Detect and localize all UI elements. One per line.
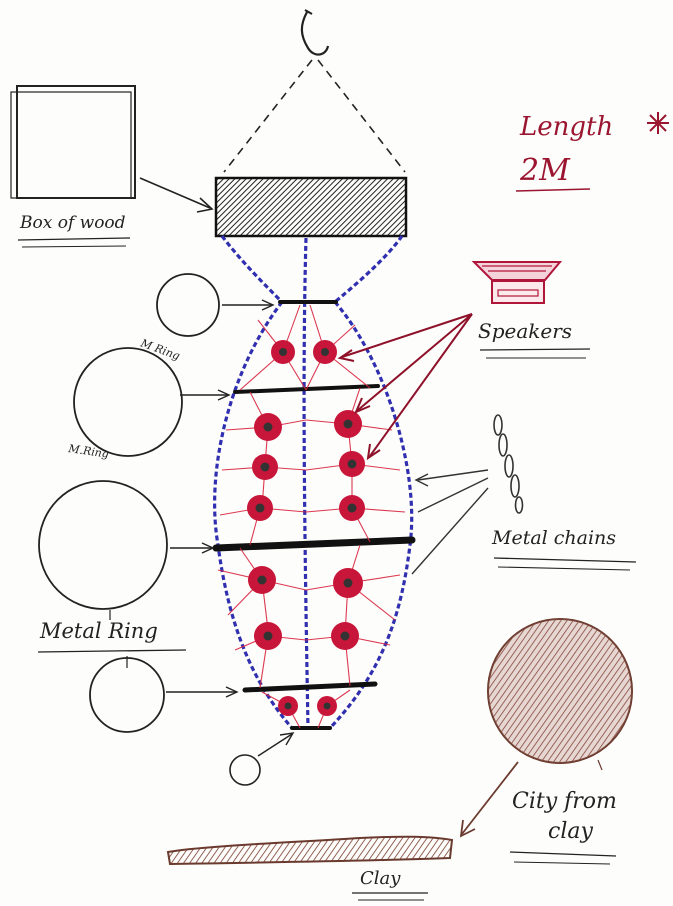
- speaker-node: [252, 454, 278, 480]
- clay-arrow: [461, 762, 518, 836]
- speaker-node: [271, 340, 295, 364]
- speaker-node: [333, 568, 363, 598]
- wood-box-top: [216, 178, 406, 236]
- speaker-node: [334, 410, 362, 438]
- chain-arrows: [412, 470, 488, 574]
- ring-diagram-small-1: [157, 274, 219, 336]
- speaker-node: [248, 566, 276, 594]
- ring-diagram-tiny: [230, 755, 260, 785]
- speaker-node: [339, 451, 365, 477]
- chain-frame: [215, 236, 412, 728]
- speaker-node: [317, 696, 337, 716]
- clay-base-label: Clay: [360, 868, 401, 889]
- city-from-label: City from: [512, 789, 617, 814]
- chain-icon: [494, 415, 523, 513]
- clay-city-disc: [488, 619, 632, 763]
- speaker-node: [247, 495, 273, 521]
- speaker-node: [278, 696, 298, 716]
- hanging-lines: [224, 60, 405, 172]
- metal-ring-label: Metal Ring: [39, 619, 158, 643]
- length-value: 2M: [519, 153, 571, 188]
- clay-word-label: clay: [548, 819, 593, 844]
- speaker-node: [331, 622, 359, 650]
- box-of-wood-label: Box of wood: [19, 213, 126, 233]
- asterisk-icon: [647, 112, 669, 134]
- metal-chains-label: Metal chains: [491, 527, 616, 549]
- ring-diagram-medium: [74, 348, 182, 456]
- length-label: Length: [519, 112, 613, 142]
- speaker-node: [254, 622, 282, 650]
- speakers-label: Speakers: [478, 319, 572, 343]
- box-of-wood-square: [11, 86, 135, 198]
- speaker-node: [254, 413, 282, 441]
- speaker-node: [313, 340, 337, 364]
- clay-base: [168, 837, 452, 864]
- box-arrow: [140, 178, 210, 208]
- speaker-node: [339, 495, 365, 521]
- hook-icon: [302, 10, 328, 55]
- ring-small-2-label: M.Ring: [67, 442, 110, 461]
- ring-diagram-small-2: [90, 658, 164, 732]
- ring-diagram-large: [39, 481, 167, 609]
- speaker-icon: [474, 262, 560, 303]
